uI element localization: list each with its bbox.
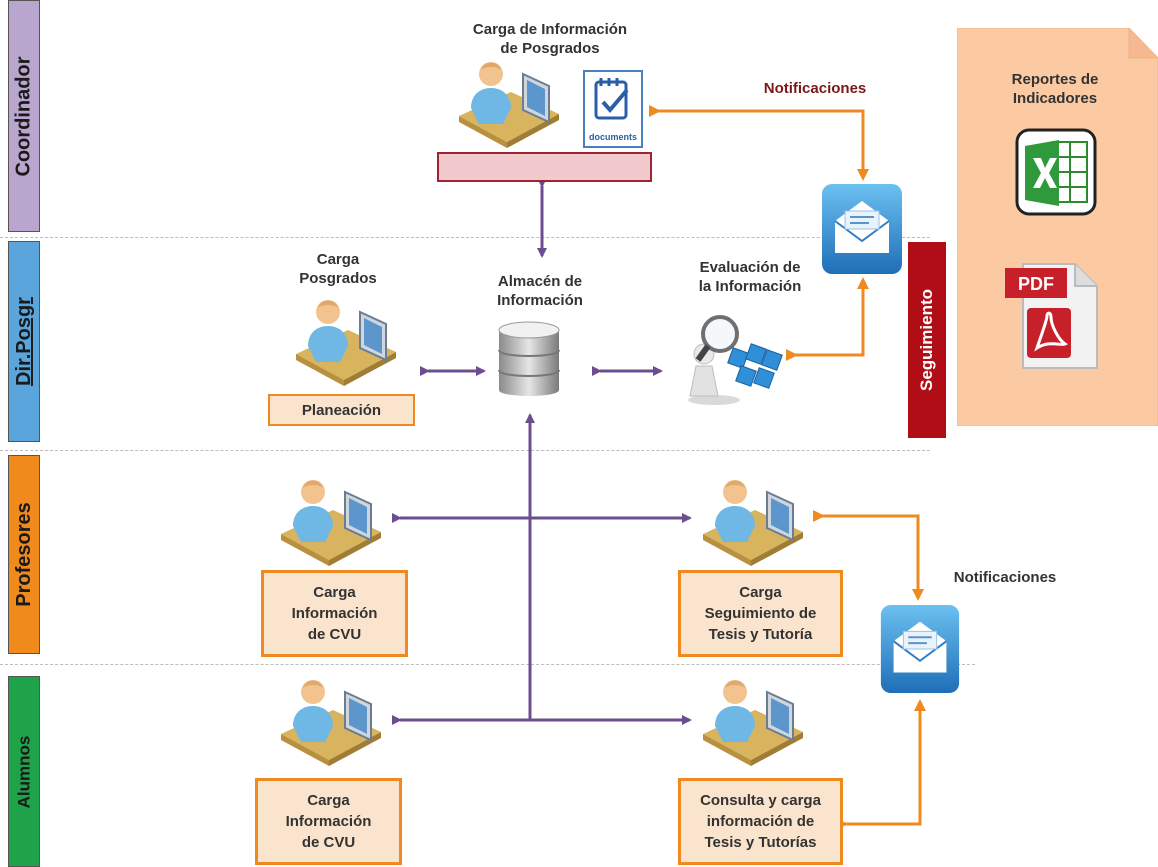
pdf-icon: PDF xyxy=(1005,263,1098,369)
arrow-alumnos-mail xyxy=(836,699,926,830)
user-at-computer-icon xyxy=(703,680,803,766)
user-at-computer-icon xyxy=(296,300,396,386)
carga-posgrados-label: Carga Posgrados xyxy=(299,251,377,287)
reportes-label: Reportes de Indicadores xyxy=(1011,71,1099,107)
lane-tab-dir-posgr xyxy=(8,241,40,442)
alumnos-cvu-box: Carga Información de CVU xyxy=(255,778,402,865)
user-at-computer-icon xyxy=(281,680,381,766)
profesores-tesis-box: Carga Seguimiento de Tesis y Tutoría xyxy=(678,570,843,657)
evaluacion-label: Evaluación de la Información xyxy=(698,259,802,295)
lane-separator xyxy=(0,664,975,665)
arrow-profesores-mail xyxy=(813,510,924,601)
documents-icon-label: documents xyxy=(589,132,637,142)
notificaciones-top-label: Notificaciones xyxy=(763,80,867,97)
carga-posgrados-bar xyxy=(437,152,652,182)
documents-icon: documents xyxy=(583,70,643,148)
arrow-notificaciones-top xyxy=(649,105,869,181)
lane-tab-coordinador xyxy=(8,0,40,232)
pdf-text: PDF xyxy=(1018,274,1054,294)
carga-info-posgrados-label: Carga de Información de Posgrados xyxy=(472,21,628,57)
report-panel xyxy=(957,28,1158,426)
almacen-label: Almacén de Información xyxy=(497,273,583,309)
lane-separator xyxy=(0,450,930,451)
user-at-computer-icon xyxy=(459,62,559,148)
lane-tab-alumnos xyxy=(8,676,40,867)
mail-icon xyxy=(880,604,960,694)
arrow-evaluacion-mail xyxy=(786,277,869,361)
alumnos-tesis-box: Consulta y carga información de Tesis y … xyxy=(678,778,843,865)
database-icon xyxy=(498,321,560,396)
magnifier-analysis-icon xyxy=(688,315,783,405)
profesores-cvu-box: Carga Información de CVU xyxy=(261,570,408,657)
notificaciones-mid-label: Notificaciones xyxy=(953,569,1057,586)
planeacion-box: Planeación xyxy=(268,394,415,426)
mail-icon xyxy=(822,184,902,274)
user-at-computer-icon xyxy=(281,480,381,566)
seguimiento-tab: Seguimiento xyxy=(908,242,946,438)
lane-tab-profesores xyxy=(8,455,40,654)
excel-icon xyxy=(1015,128,1097,216)
lane-separator xyxy=(0,237,930,238)
user-at-computer-icon xyxy=(703,480,803,566)
